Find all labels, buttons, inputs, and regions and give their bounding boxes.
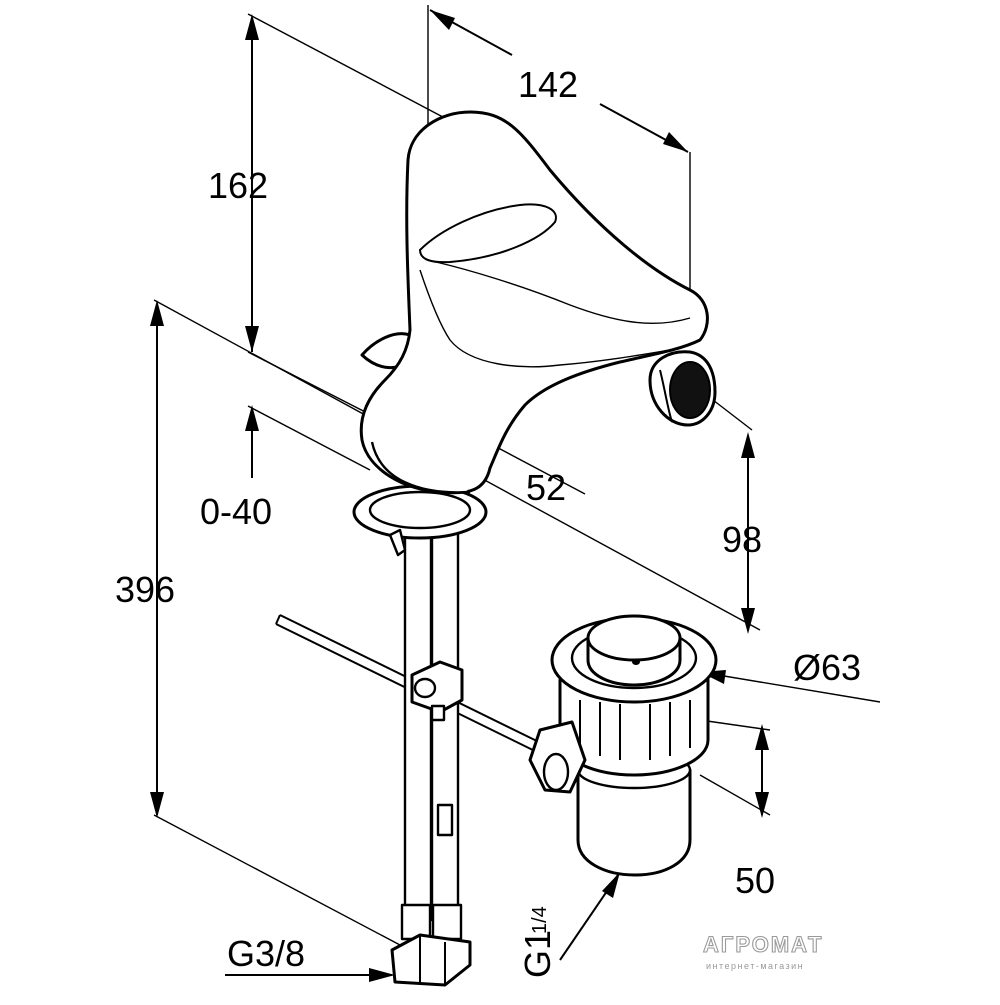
label-52: 52 xyxy=(526,467,566,508)
cap-outline xyxy=(418,203,557,264)
hose-clip xyxy=(436,803,454,837)
arrow-396-top xyxy=(150,300,164,326)
watermark-brand: АГРОМАТ xyxy=(703,932,823,957)
cap-edge xyxy=(435,261,691,324)
label-396: 396 xyxy=(115,569,175,610)
faucet-main-body xyxy=(359,110,709,495)
ext-line-50-top xyxy=(699,719,771,731)
drain-tail xyxy=(576,768,692,877)
arrow-142-right xyxy=(663,132,688,152)
label-142: 142 xyxy=(518,64,578,105)
faucet-body xyxy=(359,110,717,495)
arrow-50-bottom xyxy=(755,792,769,818)
spout-opening xyxy=(669,361,711,419)
supply-hoses xyxy=(390,498,472,987)
watermark: АГРОМАТ интернет-магазин xyxy=(702,931,823,971)
drain-plug-top xyxy=(586,614,682,662)
label-g114-base: G1 xyxy=(517,930,558,978)
arrow-162-top xyxy=(245,14,259,40)
hose-end-left xyxy=(400,903,432,941)
label-50: 50 xyxy=(735,860,775,901)
arrow-g38 xyxy=(369,968,395,982)
hose-nut xyxy=(390,933,472,987)
arrow-162-bottom xyxy=(245,326,259,352)
leader-d63 xyxy=(699,671,881,703)
body-edge xyxy=(419,269,671,368)
arrow-98-bottom xyxy=(741,608,755,634)
label-g114-frac: 1/4 xyxy=(529,906,551,934)
ext-line-396-bottom xyxy=(153,814,401,946)
arrow-0-40 xyxy=(245,405,259,431)
watermark-tagline: интернет-магазин xyxy=(706,961,804,971)
ext-line-0-40 xyxy=(247,405,371,471)
mounting-ring xyxy=(352,484,488,557)
label-0-40: 0-40 xyxy=(200,491,272,532)
label-98: 98 xyxy=(722,519,762,560)
label-d63: Ø63 xyxy=(793,647,861,688)
rod-clamp xyxy=(410,660,464,722)
arrow-g114 xyxy=(602,872,620,898)
arrow-50-top xyxy=(755,724,769,750)
label-162: 162 xyxy=(208,165,268,206)
label-g114: G1 1/4 xyxy=(517,906,558,978)
arrow-142-left xyxy=(430,10,455,30)
drain-assembly xyxy=(528,614,718,877)
arrow-396-bottom xyxy=(150,792,164,818)
ext-line-162-top xyxy=(247,13,459,126)
hose-end-right xyxy=(431,903,463,941)
dimension-labels: 162 142 52 0-40 396 98 Ø63 50 G3/8 G1 1/… xyxy=(115,64,861,978)
arrow-98-top xyxy=(741,432,755,458)
ext-line-50-bottom xyxy=(699,774,771,816)
label-g38: G3/8 xyxy=(227,933,305,974)
base-skirt xyxy=(370,441,471,494)
supply-hose-left xyxy=(403,498,433,922)
